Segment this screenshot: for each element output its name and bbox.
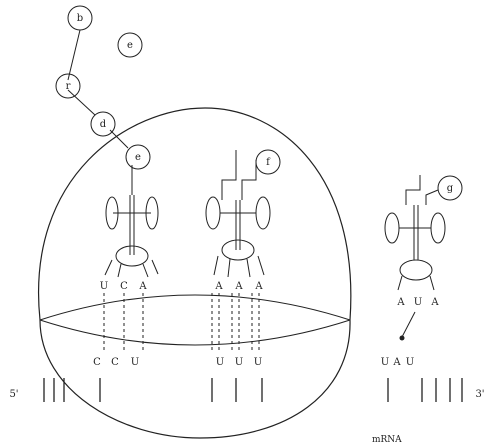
- approach-arrow-head: [399, 335, 405, 341]
- trna-incoming: [384, 175, 446, 291]
- bead-label-e: e: [135, 152, 141, 163]
- amino-acid-bead-e-free: e: [117, 32, 143, 58]
- base-pairing-a-site: [211, 293, 260, 352]
- amino-acid-bead-e: e: [125, 144, 151, 170]
- anticodon-a-1: A: [214, 281, 223, 292]
- codon-next-1: U: [381, 357, 389, 368]
- anticodon-a-3: A: [254, 281, 263, 292]
- anticodon-p-2: C: [120, 281, 128, 292]
- peptide-bond: [67, 29, 81, 81]
- anticodon-incoming-1: A: [396, 297, 405, 308]
- bead-label-f: f: [266, 157, 271, 168]
- anticodon-a-2: A: [234, 281, 243, 292]
- approach-arrow: [401, 311, 416, 338]
- amino-acid-bead-f: f: [255, 149, 281, 175]
- subunit-interface-lower: [39, 319, 351, 346]
- subunit-interface-upper: [39, 294, 351, 321]
- bead-label-b: b: [77, 13, 83, 24]
- ribosome-large-subunit: [38, 107, 352, 321]
- codon-a-2: U: [235, 357, 243, 368]
- peptide-bond: [67, 89, 96, 116]
- amino-acid-bead-d: d: [90, 111, 116, 137]
- mrna-5-prime: 5': [9, 389, 18, 400]
- anticodon-incoming-3: A: [430, 297, 439, 308]
- codon-a-3: U: [254, 357, 262, 368]
- anticodon-incoming-2: U: [414, 297, 422, 308]
- codon-p-2: C: [111, 357, 119, 368]
- base-pairing-p-site: [103, 293, 144, 352]
- codon-next-3: U: [406, 357, 414, 368]
- bead-label-e-free: e: [127, 40, 133, 51]
- peptide-bond: [109, 129, 129, 149]
- codon-a-1: U: [216, 357, 224, 368]
- codon-p-3: U: [131, 357, 139, 368]
- anticodon-p-3: A: [138, 281, 147, 292]
- bead-label-g: g: [447, 183, 454, 194]
- mrna-bases: [43, 378, 463, 402]
- anticodon-p-1: U: [100, 281, 108, 292]
- ribosome-small-subunit: [39, 319, 351, 439]
- amino-acid-bead-g: g: [437, 175, 463, 201]
- amino-acid-bead-r: r: [55, 73, 81, 99]
- codon-p-1: C: [93, 357, 101, 368]
- bead-label-d: d: [100, 119, 107, 130]
- mrna-3-prime: 3': [475, 389, 484, 400]
- mrna-label: mRNA: [372, 435, 402, 445]
- trna-p-site: [104, 195, 159, 278]
- amino-acid-bead-b: b: [67, 5, 93, 31]
- trna-a-site: [205, 150, 271, 278]
- bead-label-r: r: [66, 81, 71, 92]
- codon-next-2: A: [392, 357, 401, 368]
